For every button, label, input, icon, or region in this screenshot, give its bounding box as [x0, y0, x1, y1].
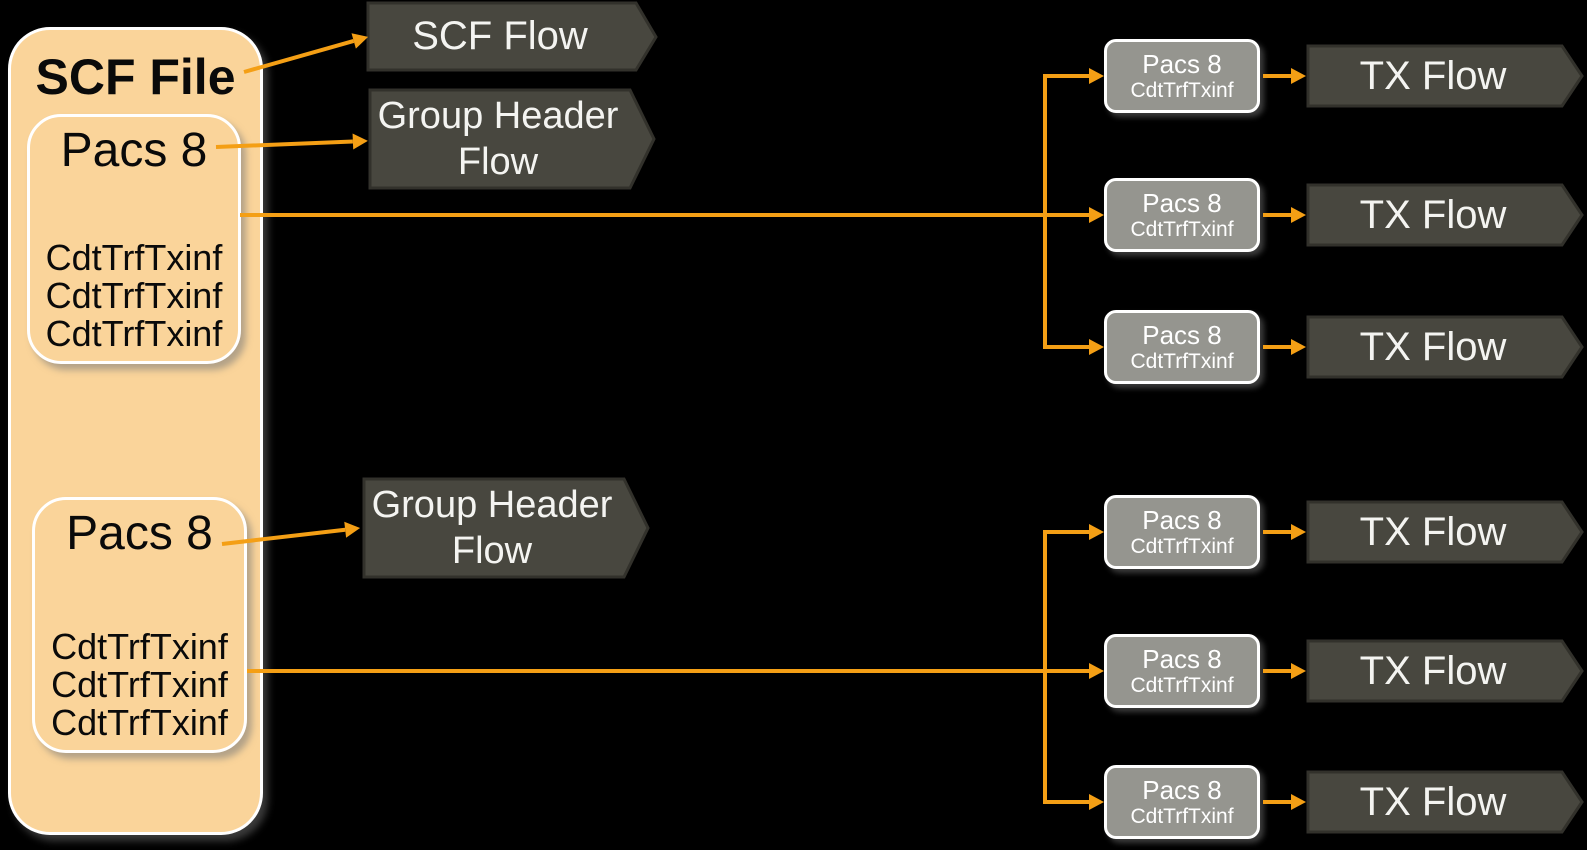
- connector-vertical-bottom: [1043, 530, 1047, 804]
- tx-flow-node-1: TX Flow: [1306, 44, 1584, 108]
- connector-pacs8-bottom-mainline: [247, 669, 1045, 673]
- group-header-flow-label: Group Header Flow: [371, 484, 613, 572]
- tx-flow-node-5: TX Flow: [1306, 639, 1584, 703]
- transaction-item: CdtTrfTxinf: [51, 664, 228, 705]
- arrow-branch-to-node-4: [1045, 524, 1104, 540]
- group-header-flow-node-bottom: Group Header Flow: [362, 477, 650, 579]
- chevron-shape: [368, 88, 656, 190]
- tx-node-subtitle: CdtTrfTxinf: [1130, 673, 1234, 697]
- arrow-node-to-tx-flow-4: [1263, 524, 1306, 540]
- chevron-shape: [366, 1, 658, 72]
- arrow-branch-to-node-3: [1045, 339, 1104, 355]
- arrow-node-to-tx-flow-3: [1263, 339, 1306, 355]
- tx-node-title: Pacs 8: [1142, 187, 1222, 218]
- pacs8-group-bottom: Pacs 8 CdtTrfTxinf CdtTrfTxinf CdtTrfTxi…: [32, 497, 247, 753]
- pacs8-tx-node-3: Pacs 8 CdtTrfTxinf: [1104, 310, 1260, 384]
- connector-vertical-top: [1043, 74, 1047, 349]
- pacs8-group-bottom-title: Pacs 8: [66, 507, 213, 560]
- tx-flow-label: TX Flow: [1359, 53, 1507, 98]
- tx-flow-label: TX Flow: [1359, 192, 1507, 237]
- tx-flow-node-2: TX Flow: [1306, 183, 1584, 247]
- tx-flow-node-6: TX Flow: [1306, 770, 1584, 834]
- arrow-branch-to-node-1: [1045, 68, 1104, 84]
- tx-flow-node-4: TX Flow: [1306, 500, 1584, 564]
- transaction-item: CdtTrfTxinf: [45, 237, 223, 278]
- chevron-shape: [1306, 500, 1584, 564]
- connector-pacs8-top-mainline: [240, 213, 1045, 217]
- chevron-shape: [362, 477, 650, 579]
- pacs8-tx-node-4: Pacs 8 CdtTrfTxinf: [1104, 495, 1260, 569]
- chevron-shape: [1306, 770, 1584, 834]
- pacs8-group-top: Pacs 8 CdtTrfTxinf CdtTrfTxinf CdtTrfTxi…: [27, 114, 241, 364]
- arrow-branch-to-node-6: [1045, 794, 1104, 810]
- tx-node-subtitle: CdtTrfTxinf: [1130, 78, 1234, 102]
- pacs8-tx-node-6: Pacs 8 CdtTrfTxinf: [1104, 765, 1260, 839]
- transaction-item: CdtTrfTxinf: [51, 626, 228, 667]
- chevron-shape: [1306, 183, 1584, 247]
- scf-flow-label: SCF Flow: [412, 14, 588, 58]
- pacs8-group-top-title: Pacs 8: [60, 124, 208, 177]
- group-header-flow-node-top: Group Header Flow: [368, 88, 656, 190]
- pacs8-tx-node-5: Pacs 8 CdtTrfTxinf: [1104, 634, 1260, 708]
- arrow-branch-to-node-5: [1045, 663, 1104, 679]
- tx-node-subtitle: CdtTrfTxinf: [1130, 349, 1234, 373]
- chevron-shape: [1306, 44, 1584, 108]
- arrow-node-to-tx-flow-6: [1263, 794, 1306, 810]
- scf-file-container: SCF File Pacs 8 CdtTrfTxinf CdtTrfTxinf …: [8, 27, 263, 835]
- transaction-list-bottom: CdtTrfTxinf CdtTrfTxinf CdtTrfTxinf: [35, 628, 244, 742]
- chevron-shape: [1306, 315, 1584, 379]
- pacs8-tx-node-1: Pacs 8 CdtTrfTxinf: [1104, 39, 1260, 113]
- tx-node-title: Pacs 8: [1142, 774, 1222, 805]
- tx-flow-label: TX Flow: [1359, 779, 1507, 824]
- scf-file-title: SCF File: [35, 49, 236, 105]
- arrow-branch-to-node-2: [1045, 207, 1104, 223]
- tx-node-title: Pacs 8: [1142, 643, 1222, 674]
- transaction-list-top: CdtTrfTxinf CdtTrfTxinf CdtTrfTxinf: [30, 239, 238, 353]
- pacs8-tx-node-2: Pacs 8 CdtTrfTxinf: [1104, 178, 1260, 252]
- arrow-node-to-tx-flow-5: [1263, 663, 1306, 679]
- tx-node-subtitle: CdtTrfTxinf: [1130, 804, 1234, 828]
- tx-flow-node-3: TX Flow: [1306, 315, 1584, 379]
- tx-flow-label: TX Flow: [1359, 509, 1507, 554]
- tx-node-subtitle: CdtTrfTxinf: [1130, 217, 1234, 241]
- transaction-item: CdtTrfTxinf: [45, 313, 223, 354]
- group-header-flow-label: Group Header Flow: [377, 95, 619, 183]
- chevron-shape: [1306, 639, 1584, 703]
- transaction-item: CdtTrfTxinf: [51, 702, 228, 743]
- scf-flow-node: SCF Flow: [366, 1, 658, 72]
- tx-flow-label: TX Flow: [1359, 324, 1507, 369]
- tx-node-title: Pacs 8: [1142, 48, 1222, 79]
- arrow-node-to-tx-flow-2: [1263, 207, 1306, 223]
- transaction-item: CdtTrfTxinf: [45, 275, 223, 316]
- arrow-node-to-tx-flow-1: [1263, 68, 1306, 84]
- tx-node-title: Pacs 8: [1142, 504, 1222, 535]
- tx-node-title: Pacs 8: [1142, 319, 1222, 350]
- tx-flow-label: TX Flow: [1359, 648, 1507, 693]
- tx-node-subtitle: CdtTrfTxinf: [1130, 534, 1234, 558]
